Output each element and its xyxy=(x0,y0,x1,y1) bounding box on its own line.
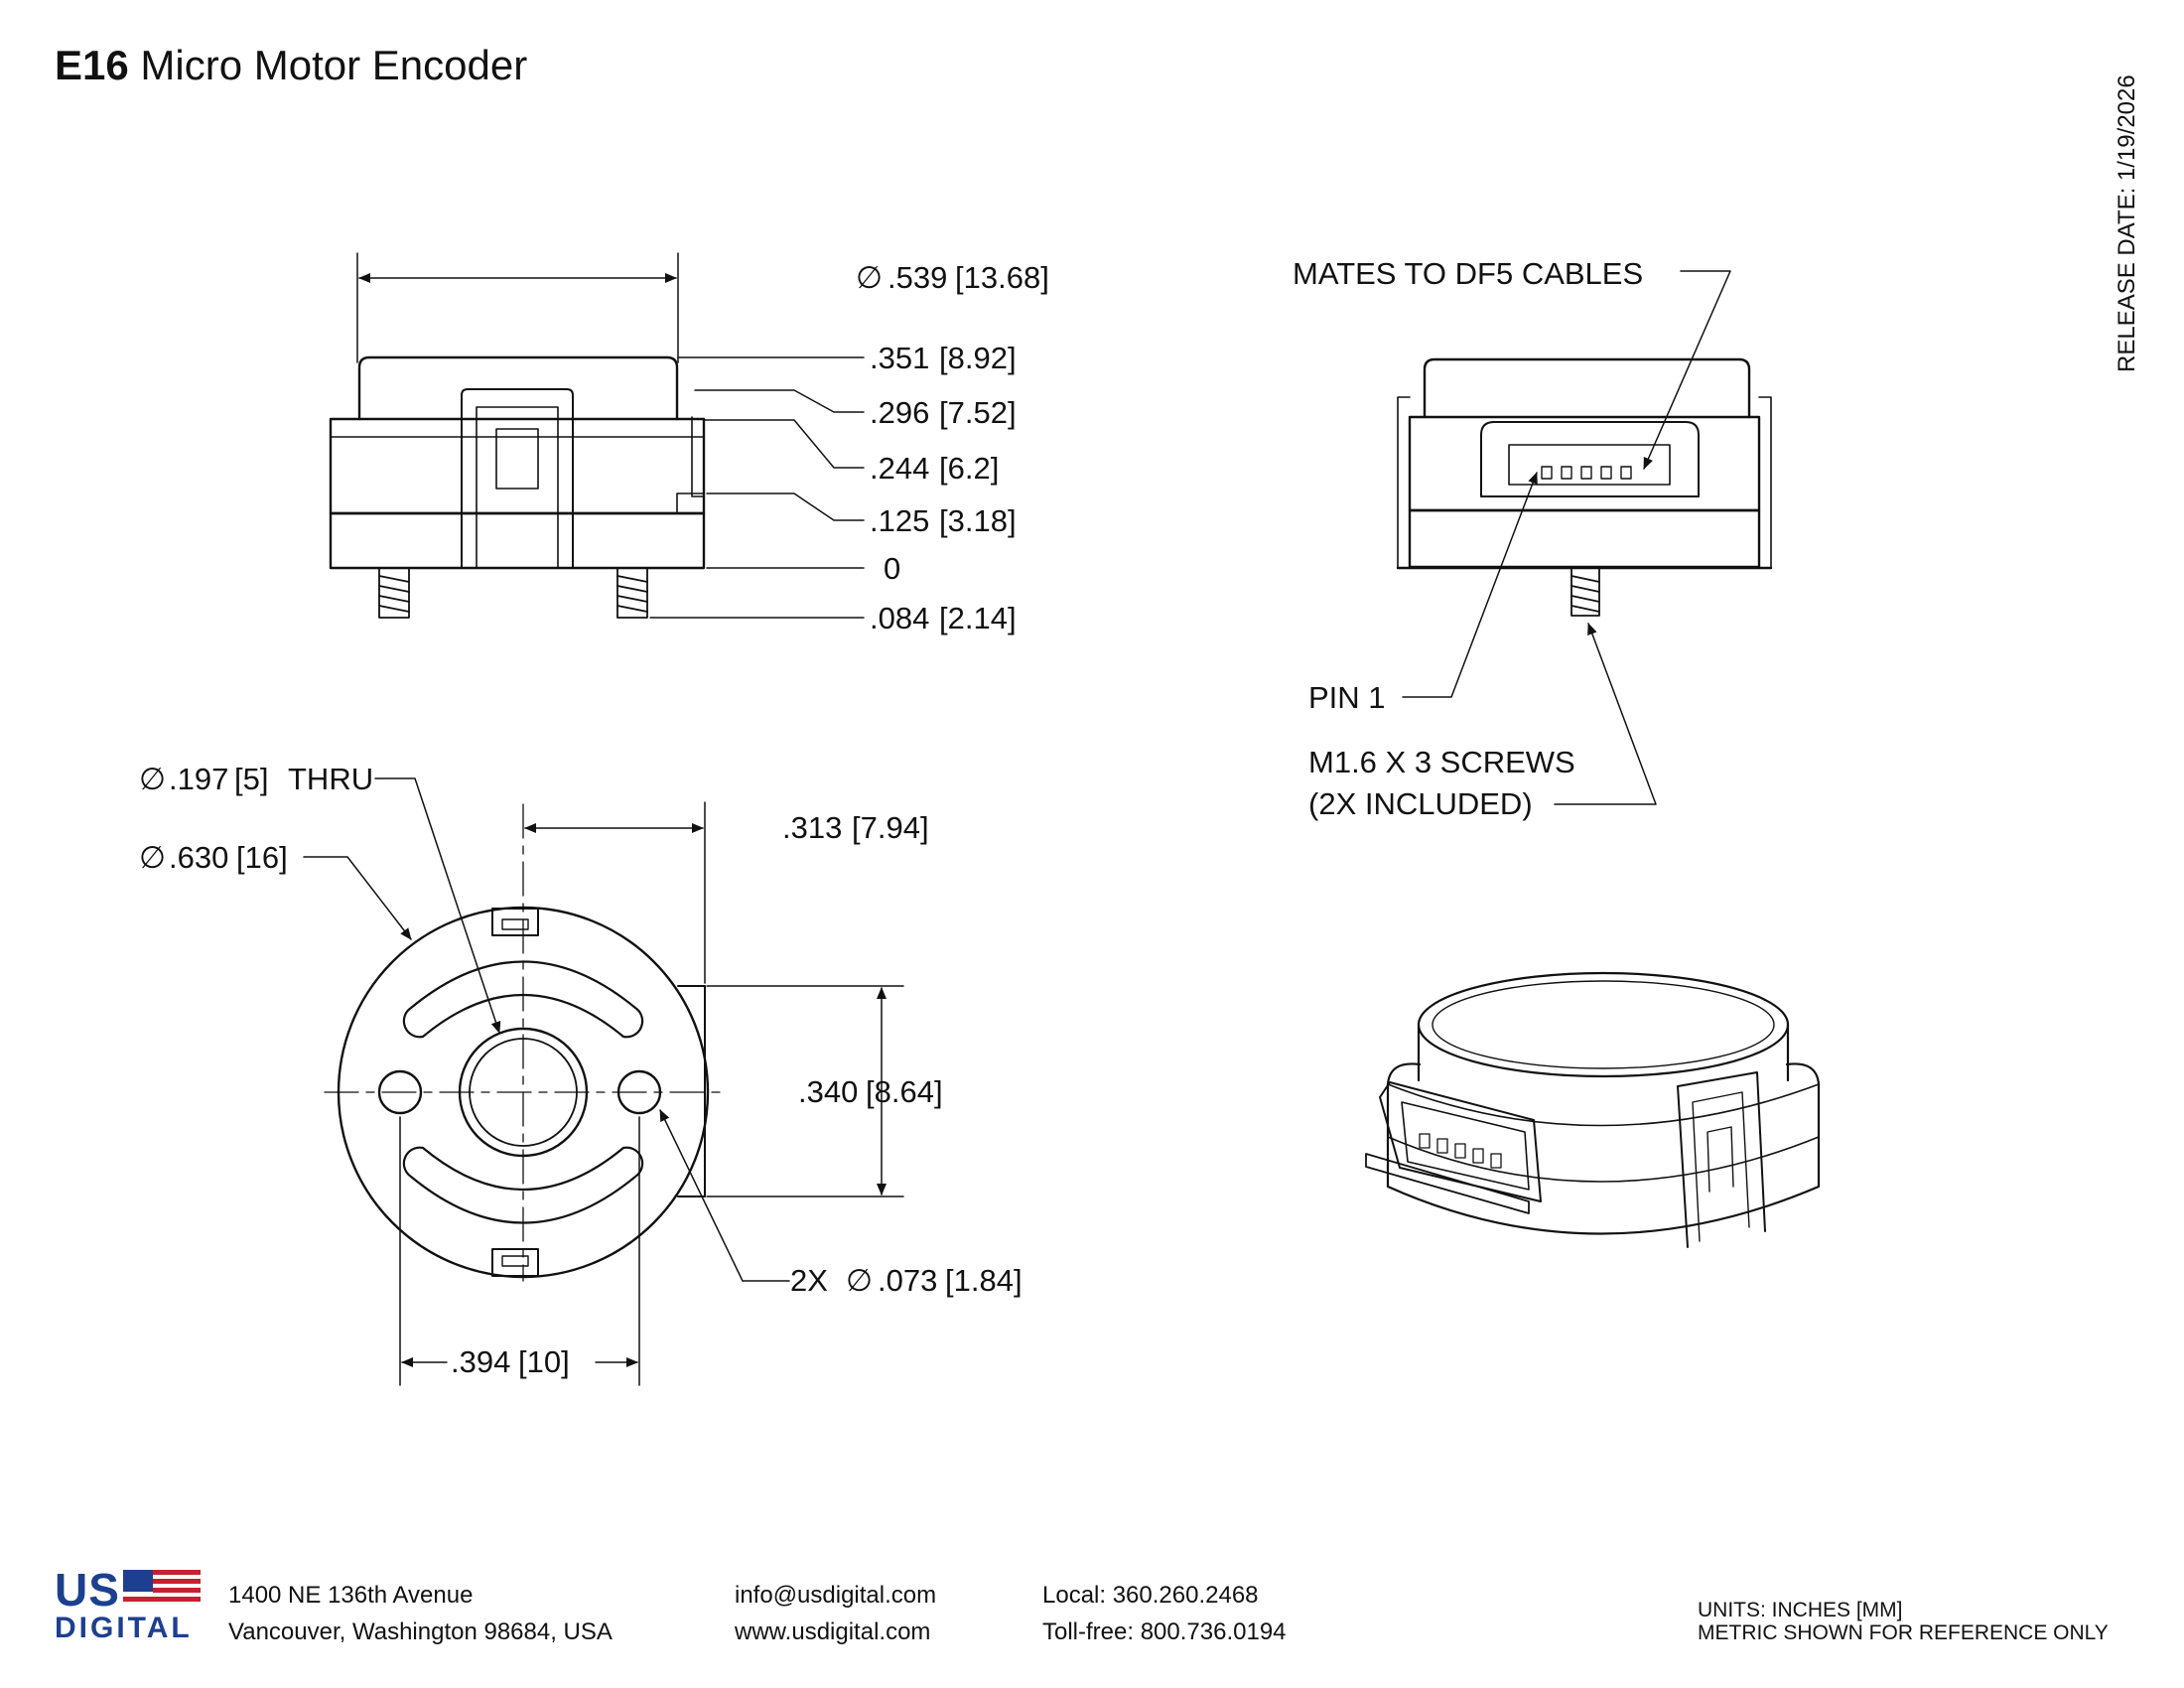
units-note: UNITS: INCHES [MM] METRIC SHOWN FOR REFE… xyxy=(1698,1599,2109,1644)
website-link[interactable]: www.usdigital.com xyxy=(735,1618,931,1645)
dim-125-metric: [3.18] xyxy=(939,503,1017,538)
units-line2: METRIC SHOWN FOR REFERENCE ONLY xyxy=(1698,1621,2109,1644)
dim-630-metric: [16] xyxy=(236,840,288,875)
callout-screws-line1: M1.6 X 3 SCREWS xyxy=(1308,745,1575,779)
dim-313-value: .313 xyxy=(782,810,842,845)
dim-539-value: .539 xyxy=(887,260,947,295)
diameter-symbol: ∅ xyxy=(139,840,166,875)
dim-244-metric: [6.2] xyxy=(939,451,999,486)
title-model: E16 xyxy=(55,42,129,88)
address: 1400 NE 136th Avenue Vancouver, Washingt… xyxy=(228,1577,613,1650)
address-line2: Vancouver, Washington 98684, USA xyxy=(228,1618,613,1645)
contact-phone: Local: 360.260.2468 Toll-free: 800.736.0… xyxy=(1042,1577,1287,1650)
dim-340-metric: [8.64] xyxy=(866,1074,943,1109)
dim-073-metric: [1.84] xyxy=(945,1263,1023,1298)
dim-197-suffix: THRU xyxy=(288,762,373,796)
bottom-view xyxy=(303,777,904,1386)
phone-local: Local: 360.260.2468 xyxy=(1042,1582,1259,1609)
connector-view xyxy=(1396,270,1773,805)
dim-630-value: .630 xyxy=(169,840,228,875)
isometric-view xyxy=(1365,971,1821,1248)
dim-351-metric: [8.92] xyxy=(939,341,1017,375)
dim-539-metric: [13.68] xyxy=(955,260,1049,295)
dim-084-metric: [2.14] xyxy=(939,601,1017,635)
dim-197-metric: [5] xyxy=(234,762,269,796)
dim-296-metric: [7.52] xyxy=(939,395,1017,430)
logo-flag-icon xyxy=(123,1570,201,1602)
units-line1: UNITS: INCHES [MM] xyxy=(1698,1599,1903,1621)
diameter-symbol: ∅ xyxy=(139,762,166,796)
title-text: Micro Motor Encoder xyxy=(128,42,528,88)
address-line1: 1400 NE 136th Avenue xyxy=(228,1582,474,1609)
callout-screws-line2: (2X INCLUDED) xyxy=(1308,786,1533,821)
callout-mates: MATES TO DF5 CABLES xyxy=(1293,256,1643,291)
dim-313-metric: [7.94] xyxy=(852,810,929,845)
callout-pin1: PIN 1 xyxy=(1308,680,1386,715)
logo-digital: DIGITAL xyxy=(55,1612,193,1644)
side-view xyxy=(329,252,865,619)
dim-0-value: 0 xyxy=(884,551,900,586)
contact-web: info@usdigital.com www.usdigital.com xyxy=(735,1577,936,1650)
dim-125-value: .125 xyxy=(870,503,929,538)
email-link[interactable]: info@usdigital.com xyxy=(735,1582,937,1609)
dim-340-value: .340 xyxy=(798,1074,858,1109)
dim-394-metric: [10] xyxy=(518,1344,570,1379)
dim-197-value: .197 xyxy=(169,762,228,796)
diameter-symbol: ∅ xyxy=(846,1263,873,1298)
dim-296-value: .296 xyxy=(870,395,929,430)
dim-351-value: .351 xyxy=(870,341,929,375)
dim-244-value: .244 xyxy=(870,451,929,486)
logo-us: US xyxy=(55,1564,120,1616)
dim-073-value: .073 xyxy=(878,1263,937,1298)
dim-394-value: .394 xyxy=(451,1344,510,1379)
page-title: E16 Micro Motor Encoder xyxy=(55,42,527,89)
diameter-symbol: ∅ xyxy=(856,260,883,295)
dimension-labels: ∅ .539 [13.68] .351 [8.92] .296 [7.52] .… xyxy=(139,256,1643,1379)
dim-073-prefix: 2X xyxy=(790,1263,828,1298)
dim-084-value: .084 xyxy=(870,601,929,635)
phone-tollfree: Toll-free: 800.736.0194 xyxy=(1042,1618,1287,1645)
